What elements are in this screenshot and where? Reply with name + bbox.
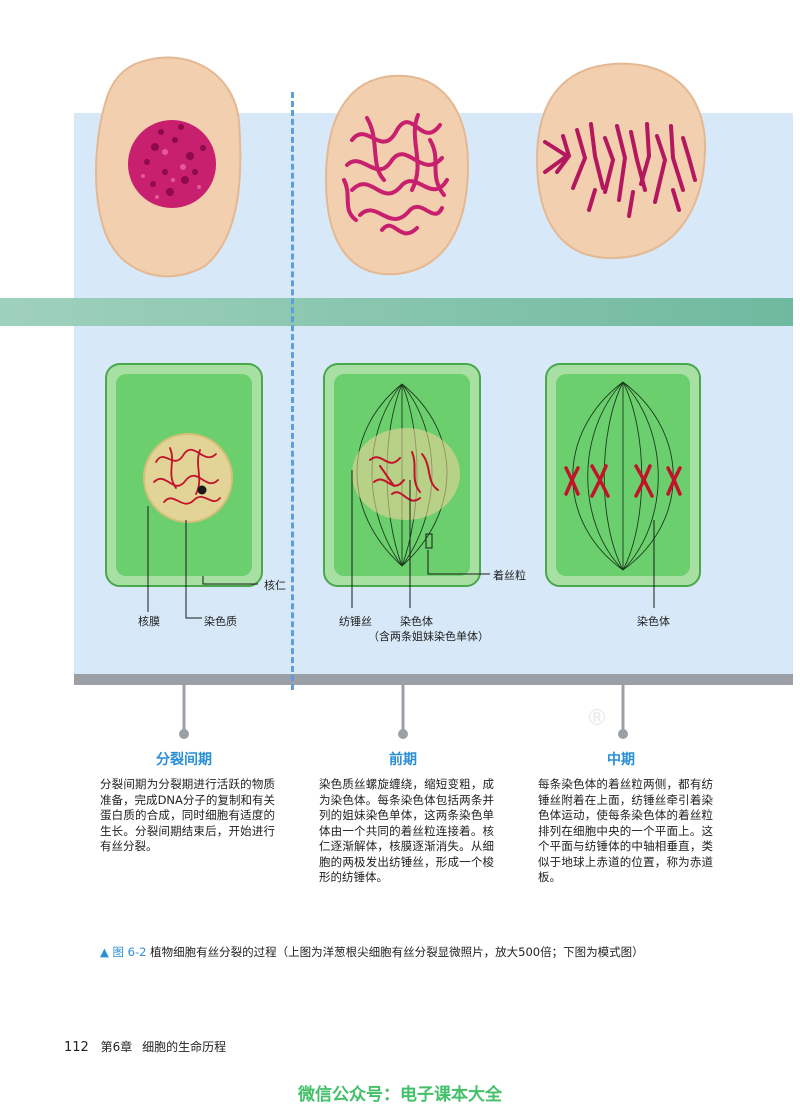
label-chromosome-metaphase: 染色体: [637, 615, 670, 628]
watermark-text: 微信公众号：电子课本大全: [298, 1085, 502, 1105]
registered-mark: ®: [586, 706, 608, 731]
label-centromere: 着丝粒: [493, 569, 526, 582]
cell-diagram-prophase: [323, 363, 481, 587]
cell-diagram-metaphase: [545, 363, 701, 587]
label-nuclear-membrane: 核膜: [138, 615, 160, 628]
caption-figure-number: 图 6-2: [112, 945, 147, 959]
label-nucleolus: 核仁: [264, 579, 286, 592]
pin-metaphase: [618, 684, 628, 739]
micrograph-interphase: [95, 56, 242, 278]
caption-text: 植物细胞有丝分裂的过程（上图为洋葱根尖细胞有丝分裂显微照片，放大500倍；下图为…: [150, 945, 644, 959]
stage-text-prophase: 染色质丝螺旋缠绕，缩短变粗，成为染色体。每条染色体包括两条并列的姐妹染色单体，这…: [319, 777, 494, 884]
chapter-number: 第6章: [100, 1040, 133, 1054]
pin-interphase: [179, 684, 189, 739]
figure-caption: ▲ 图 6-2 植物细胞有丝分裂的过程（上图为洋葱根尖细胞有丝分裂显微照片，放大…: [100, 944, 644, 960]
stage-title-prophase: 前期: [389, 752, 417, 768]
page-footer: 112 第6章 细胞的生命历程: [64, 1038, 226, 1055]
chapter-title: 细胞的生命历程: [142, 1040, 227, 1054]
page-number: 112: [64, 1040, 89, 1055]
micrograph-prophase: [324, 74, 470, 276]
stage-title-metaphase: 中期: [607, 752, 635, 768]
stage-text-interphase: 分裂间期为分裂期进行活跃的物质准备，完成DNA分子的复制和有关蛋白质的合成，同时…: [100, 777, 275, 853]
leader-lines-prophase: [351, 470, 490, 608]
cell-diagram-interphase: [105, 363, 263, 587]
label-chromatin: 染色质: [204, 615, 237, 628]
leader-lines-metaphase: [653, 520, 655, 608]
panel-bottom-bar: [74, 674, 793, 685]
separator-band: [0, 298, 793, 326]
leader-lines-interphase: [147, 506, 258, 619]
label-chromosome: 染色体: [400, 615, 433, 628]
interphase-divider: [291, 92, 294, 690]
label-spindle-fiber: 纺锤丝: [339, 615, 372, 628]
micrograph-metaphase: [535, 62, 707, 260]
caption-marker: ▲: [100, 945, 109, 959]
stage-title-interphase: 分裂间期: [156, 752, 212, 768]
pin-prophase: [398, 684, 408, 739]
label-chromosome-note: （含两条姐妹染色单体）: [368, 630, 489, 643]
stage-text-metaphase: 每条染色体的着丝粒两侧，都有纺锤丝附着在上面，纺锤丝牵引着染色体运动，使每条染色…: [538, 777, 713, 884]
